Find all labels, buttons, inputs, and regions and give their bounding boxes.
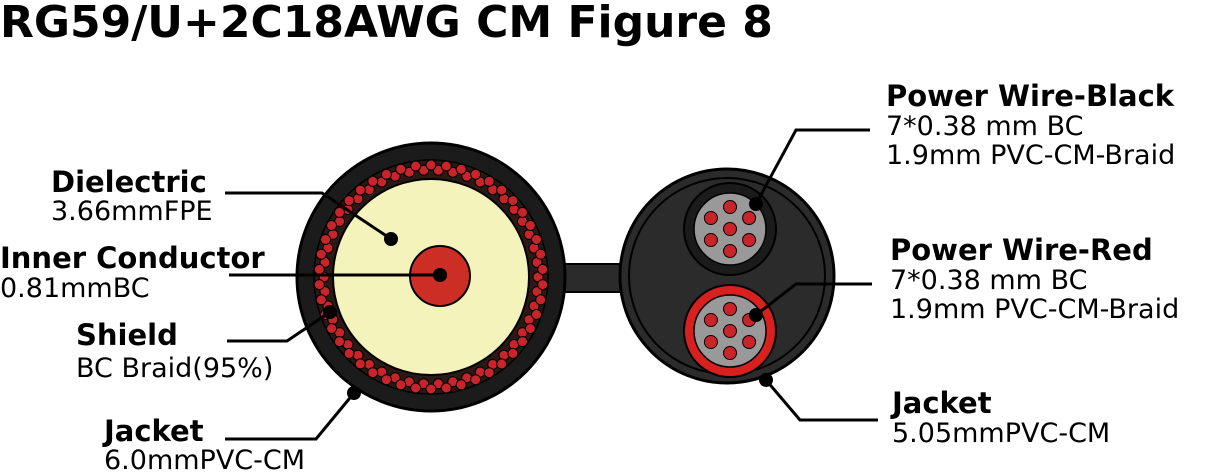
braid-strand — [326, 323, 338, 334]
braid-strand — [313, 279, 325, 291]
braid-strand — [425, 159, 437, 171]
inner-conductor-label: Inner Conductor — [0, 241, 265, 275]
braid-strand — [507, 347, 519, 359]
braid-strand — [455, 163, 467, 175]
braid-strand — [320, 234, 331, 245]
red-wire-label: Power Wire-Red — [890, 233, 1153, 267]
braid-strand — [367, 175, 379, 187]
braid-strand — [524, 323, 536, 334]
coax-cable — [295, 141, 632, 413]
power-jacket-spec: 5.05mmPVC-CM — [892, 418, 1110, 449]
braid-strand — [367, 367, 379, 379]
dielectric-label: Dielectric — [51, 165, 207, 199]
braid-strand — [334, 206, 345, 218]
braid-strand — [524, 220, 536, 231]
black-wire-pointer-dot — [749, 197, 763, 211]
braid-strand — [531, 234, 542, 245]
braid-strand — [326, 220, 338, 231]
shield-spec: BC Braid(95%) — [76, 353, 273, 384]
power-jacket-label: Jacket — [890, 386, 992, 420]
leader-lines — [225, 128, 878, 441]
power-cable — [618, 167, 836, 385]
braid-strand — [334, 336, 345, 348]
conductor-strand — [703, 335, 718, 349]
braid-strand-group — [313, 159, 549, 395]
shield-pointer-dot — [323, 305, 337, 319]
conductor-strand — [723, 200, 737, 214]
conductor-strand — [703, 233, 718, 247]
red-wire-pointer-dot — [749, 308, 763, 322]
black-wire-label: Power Wire-Black — [886, 79, 1175, 113]
dielectric-spec: 3.66mmFPE — [51, 196, 213, 227]
braid-strand — [496, 184, 508, 196]
power-jacket — [618, 167, 836, 385]
inner-conductor-pointer-dot — [433, 268, 447, 282]
braid-strand — [343, 347, 355, 359]
braid-strand — [315, 248, 327, 260]
braid-strand — [535, 248, 547, 260]
red-wire-leader — [755, 282, 872, 317]
braid-strand — [354, 358, 366, 370]
black-wire-spec-conductor: 7*0.38 mm BC — [886, 111, 1083, 142]
braid-strand — [517, 206, 528, 218]
braid-strand — [483, 367, 495, 379]
braid-strand — [537, 263, 549, 275]
inner-conductor-spec: 0.81mmBC — [0, 273, 150, 304]
braid-strand — [496, 358, 508, 370]
conductor-strand — [742, 233, 757, 247]
black-wire-spec-insulation: 1.9mm PVC-CM-Braid — [886, 140, 1175, 171]
braid-strand — [315, 294, 327, 306]
shield-label: Shield — [76, 318, 178, 352]
conductor-strand — [742, 211, 757, 225]
dielectric-pointer-dot — [384, 232, 398, 246]
dielectric-leader — [225, 191, 392, 241]
red-wire-spec-insulation: 1.9mm PVC-CM-Braid — [890, 294, 1179, 325]
braid-strand — [425, 383, 437, 395]
coax-jacket-leader — [225, 392, 356, 441]
conductor-strand — [723, 324, 737, 338]
coax-jacket-spec: 6.0mmPVC-CM — [104, 445, 305, 472]
braid-strand — [470, 168, 482, 180]
braid-strand — [395, 163, 407, 175]
braid-strand — [410, 382, 422, 394]
braid-strand — [507, 195, 519, 207]
braid-strand — [380, 374, 392, 386]
braid-strand — [313, 263, 325, 275]
diagram-title: RG59/U+2C18AWG CM Figure 8 — [0, 0, 773, 48]
conductor-strand — [723, 346, 737, 360]
braid-strand — [483, 175, 495, 187]
braid-strand — [517, 336, 528, 348]
power-jacket-pointer-dot — [759, 373, 773, 387]
braid-strand — [535, 294, 547, 306]
braid-strand — [440, 382, 452, 394]
red-wire-strand-group — [703, 302, 757, 360]
braid-strand — [455, 379, 467, 391]
braid-strand — [395, 379, 407, 391]
coax-jacket-pointer-dot — [347, 386, 361, 400]
conductor-strand — [703, 313, 718, 327]
braid-strand — [380, 168, 392, 180]
red-wire-spec-conductor: 7*0.38 mm BC — [890, 265, 1087, 296]
conductor-strand — [723, 222, 737, 236]
coax-jacket-label: Jacket — [102, 414, 204, 448]
braid-strand — [531, 309, 542, 320]
black-wire-leader — [754, 128, 870, 205]
braid-strand — [343, 195, 355, 207]
conductor-strand — [723, 302, 737, 316]
conductor-strand — [742, 335, 757, 349]
conductor-strand — [723, 244, 737, 258]
power-jacket-leader — [764, 379, 878, 422]
braid-strand — [354, 184, 366, 196]
braid-strand — [440, 160, 452, 172]
conductor-strand — [703, 211, 718, 225]
shield-leader — [227, 310, 331, 343]
braid-strand — [410, 160, 422, 172]
black-wire-strand-group — [703, 200, 757, 258]
braid-strand — [470, 374, 482, 386]
braid-strand — [537, 279, 549, 291]
